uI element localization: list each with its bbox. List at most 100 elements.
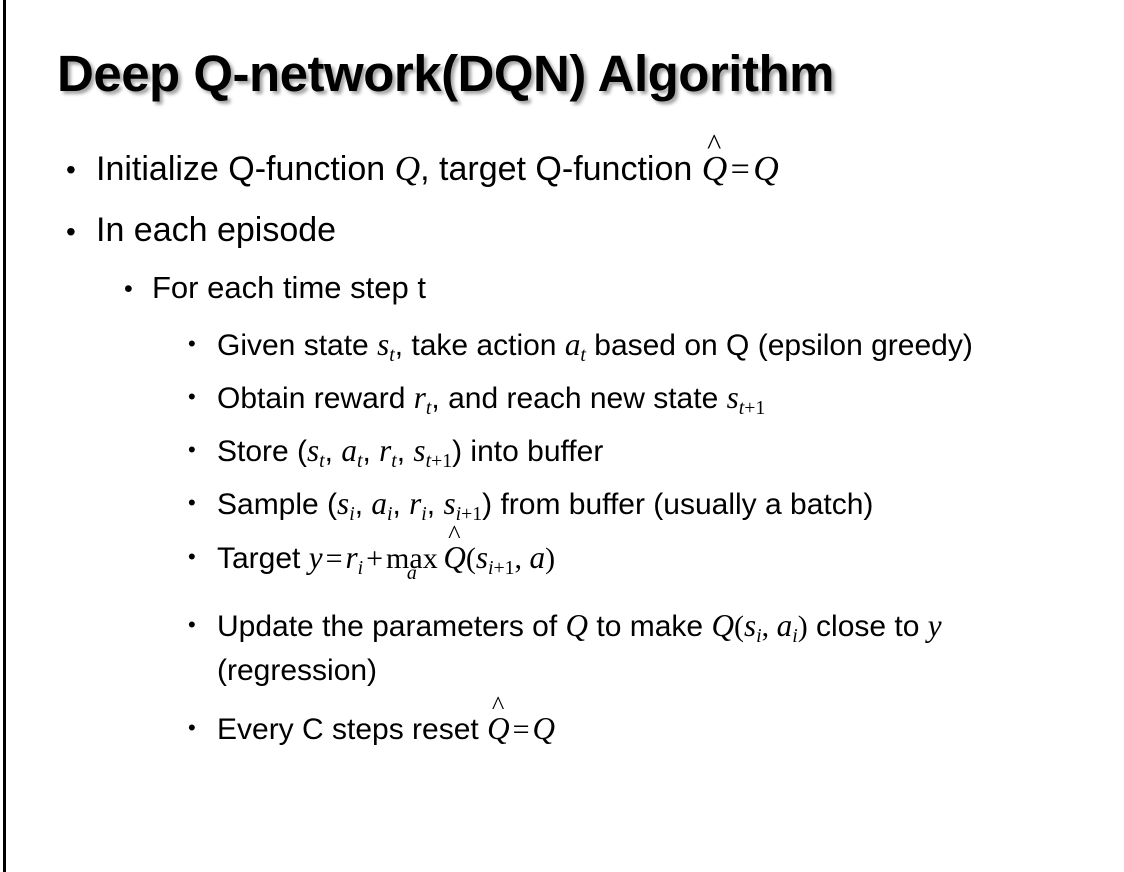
bullet-item-every-c-steps: • Every C steps reset Q^=Q xyxy=(0,692,1124,752)
math-var-a: a xyxy=(371,486,387,522)
math-var-s: s xyxy=(377,326,390,362)
slide-body: • Initialize Q-function Q, target Q-func… xyxy=(0,129,1124,759)
text-fragment: Given state xyxy=(217,328,378,362)
math-operator-equals: = xyxy=(325,541,343,575)
bullet-glyph-icon: • xyxy=(188,383,196,409)
text-fragment: to make xyxy=(588,609,712,643)
text-fragment: , xyxy=(392,488,410,522)
math-subscript-t: t xyxy=(580,343,586,366)
max-label: max xyxy=(386,541,438,575)
math-paren-close: ) xyxy=(797,609,808,643)
math-var-s-next: s xyxy=(413,433,426,469)
math-var-s-next: s xyxy=(443,486,456,522)
text-fragment: , and reach new state xyxy=(431,381,727,415)
math-var-r: r xyxy=(379,433,392,469)
text-fragment: Sample ( xyxy=(217,488,338,522)
bullet-glyph-icon: • xyxy=(66,154,76,185)
text-fragment: Every C steps reset xyxy=(217,712,488,746)
math-operator-equals: = xyxy=(512,712,530,746)
math-var-q-hat-base: Q xyxy=(443,539,466,575)
hat-accent-icon: ^ xyxy=(448,518,461,549)
math-subscript-i-plus-1: i+1 xyxy=(488,557,515,579)
math-var-a: a xyxy=(564,326,581,362)
math-operator-plus: + xyxy=(366,541,384,575)
hat-accent-icon: ^ xyxy=(707,127,722,162)
math-var-s: s xyxy=(337,486,350,522)
bullet-item-store: • Store (st, at, rt, st+1) into buffer xyxy=(0,429,1124,475)
math-subscript-t: t xyxy=(356,450,363,473)
math-var-s: s xyxy=(726,379,739,415)
math-paren-open: ( xyxy=(465,541,476,575)
math-var-q: Q xyxy=(532,710,556,746)
math-var-a: a xyxy=(776,607,793,643)
text-fragment: Target xyxy=(217,541,309,575)
bullet-item-sample: • Sample (si, ai, ri, si+1) from buffer … xyxy=(0,482,1124,528)
bullet-item-for-each-time-step: • For each time step t xyxy=(0,268,1124,308)
math-var-q-hat: Q^ xyxy=(701,129,728,192)
math-comma: , xyxy=(514,541,530,575)
math-subscript-i: i xyxy=(792,624,798,647)
bullet-text-sample: Sample (si, ai, ri, si+1) from buffer (u… xyxy=(217,482,873,528)
bullet-glyph-icon: • xyxy=(66,216,76,248)
math-paren-open: ( xyxy=(733,609,744,643)
subscript-offset: +1 xyxy=(431,450,453,473)
bullet-glyph-icon: • xyxy=(188,543,196,569)
bullet-text-given-state: Given state st, take action at based on … xyxy=(217,323,973,369)
math-var-q-2: Q xyxy=(753,148,779,188)
page-title: Deep Q-network(DQN) Algorithm xyxy=(57,45,834,102)
bullet-glyph-icon: • xyxy=(188,437,196,463)
bullet-glyph-icon: • xyxy=(188,611,196,637)
math-var-r: r xyxy=(345,539,358,575)
math-subscript-t-plus-1: t+1 xyxy=(739,397,766,419)
text-fragment: ) from buffer (usually a batch) xyxy=(482,488,874,522)
math-var-y: y xyxy=(927,607,942,643)
math-subscript-t: t xyxy=(319,450,325,473)
text-fragment: , xyxy=(354,488,372,522)
subscript-index: t xyxy=(738,396,745,419)
math-subscript-i: i xyxy=(421,503,427,526)
subscript-index: t xyxy=(425,450,432,473)
math-var-r: r xyxy=(409,486,422,522)
text-fragment: Store ( xyxy=(217,435,308,469)
text-fragment: , xyxy=(426,488,444,522)
math-var-r: r xyxy=(413,379,426,415)
subscript-offset: +1 xyxy=(493,556,515,579)
bullet-text-in-each-episode: In each episode xyxy=(96,211,337,250)
math-var-s: s xyxy=(475,539,488,575)
subscript-index: i xyxy=(455,503,462,526)
bullet-text-update-parameters: Update the parameters of Q to make Q(si,… xyxy=(217,604,1097,693)
math-subscript-i: i xyxy=(357,556,364,579)
text-fragment: Update the parameters of xyxy=(217,609,566,643)
math-subscript-t: t xyxy=(425,396,432,419)
math-paren-close: ) xyxy=(545,541,556,575)
text-fragment: Obtain reward xyxy=(217,381,414,415)
math-subscript-i: i xyxy=(349,503,355,526)
max-subscript-a: a xyxy=(406,561,417,584)
math-var-a: a xyxy=(341,433,357,469)
math-subscript-t: t xyxy=(391,450,397,473)
math-operator-equals: = xyxy=(730,151,750,188)
text-fragment: based on Q (epsilon greedy) xyxy=(585,328,973,362)
bullet-text-initialize: Initialize Q-function Q, target Q-functi… xyxy=(96,129,779,192)
bullet-glyph-icon: • xyxy=(124,275,133,304)
math-var-q-hat-base: Q xyxy=(701,148,728,188)
text-fragment: , xyxy=(324,435,342,469)
subscript-offset: +1 xyxy=(461,503,483,526)
bullet-item-obtain-reward: • Obtain reward rt, and reach new state … xyxy=(0,376,1124,422)
bullet-item-initialize: • Initialize Q-function Q, target Q-func… xyxy=(0,129,1124,192)
text-fragment: , xyxy=(396,435,414,469)
bullet-glyph-icon: • xyxy=(188,714,196,740)
math-subscript-i-plus-1: i+1 xyxy=(456,503,483,525)
math-subscript-t-plus-1: t+1 xyxy=(426,450,453,472)
left-edge-rule xyxy=(3,0,6,872)
bullet-item-given-state: • Given state st, take action at based o… xyxy=(0,323,1124,369)
math-var-q-hat: Q^ xyxy=(443,521,466,581)
math-var-q: Q xyxy=(565,607,589,643)
bullet-item-in-each-episode: • In each episode xyxy=(0,208,1124,252)
text-fragment: , take action xyxy=(394,328,565,362)
text-fragment: Initialize Q-function xyxy=(96,150,395,188)
text-fragment: close to xyxy=(807,609,928,643)
